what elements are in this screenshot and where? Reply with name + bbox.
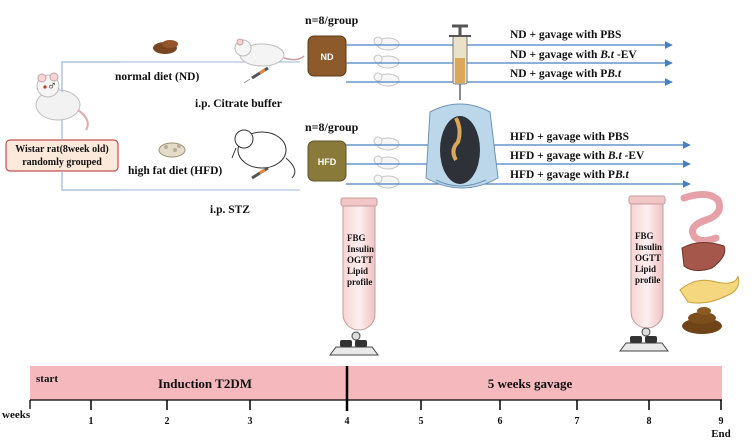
tube1-measure-4: Lipid	[347, 266, 368, 276]
week-tick-label: 8	[647, 416, 652, 427]
week-tick-label: 1	[89, 416, 94, 427]
blood-tube-week4	[340, 197, 378, 331]
week-tick-label: 4	[345, 416, 350, 427]
tube1-measure-1: FBG	[347, 233, 366, 243]
tube2-measure-1: FBG	[635, 231, 654, 241]
syringe-nd-icon	[243, 66, 269, 84]
high-fat-chow-icon	[158, 142, 186, 158]
week-tick-label: 5	[419, 416, 424, 427]
week-tick-label: 7	[575, 416, 580, 427]
tube1-measure-5: profile	[347, 277, 372, 287]
pancreas-icon	[679, 275, 740, 304]
hfd-group-2-label: HFD + gavage with B.t -EV	[510, 150, 645, 162]
tube2-measure-2: Insulin	[635, 242, 662, 252]
high-fat-diet-label: high fat diet (HFD)	[128, 165, 222, 177]
weighing-scale-icon	[329, 331, 379, 356]
nd-group-mice	[373, 36, 400, 87]
hfd-group-1-label: HFD + gavage with PBS	[510, 131, 629, 143]
week-tick-label: 3	[248, 416, 253, 427]
nd-group-1-label: ND + gavage with PBS	[510, 29, 621, 41]
ip-citrate-label: i.p. Citrate buffer	[195, 98, 282, 110]
intestine-icon	[680, 191, 723, 245]
syringe-hfd-icon	[251, 166, 269, 180]
weeks-label: weeks	[2, 409, 31, 421]
rat-hfd-icon	[231, 129, 296, 179]
nd-box	[307, 35, 347, 77]
group-size-top: n=8/group	[305, 13, 359, 27]
phase2-label: 5 weeks gavage	[488, 376, 573, 391]
tube1-measure-2: Insulin	[347, 244, 374, 254]
liver-icon	[681, 242, 726, 272]
group-arrows	[346, 41, 691, 188]
hfd-box-label: HFD	[318, 157, 337, 167]
feces-icon	[682, 307, 722, 334]
timeline-gavage	[347, 366, 722, 400]
nd-group-2-label: ND + gavage with B.t -EV	[510, 49, 637, 61]
hfd-box	[307, 140, 347, 182]
timeline-ticks: 1 2 3 4 5 6 7 8 9	[89, 400, 724, 427]
week-tick-label: 9	[719, 416, 724, 427]
ip-stz-label: i.p. STZ	[210, 204, 250, 216]
mouse-nd-icon	[234, 38, 305, 67]
nd-box-label: ND	[321, 52, 334, 62]
tube2-measure-4: Lipid	[635, 264, 656, 274]
hfd-group-3-label: HFD + gavage with PB.t	[510, 169, 629, 181]
hfd-group-mice	[373, 136, 400, 189]
normal-diet-label: normal diet (ND)	[115, 71, 199, 83]
group-size-bottom: n=8/group	[305, 120, 359, 134]
rat-restraint-icon	[425, 103, 499, 189]
normal-chow-icon	[153, 40, 178, 54]
gavage-syringe-icon	[449, 24, 471, 100]
phase1-label: Induction T2DM	[158, 376, 252, 391]
blood-tube-week9	[628, 195, 666, 329]
end-label: End	[711, 428, 731, 440]
nd-group-3-label: ND + gavage with PB.t	[510, 68, 622, 80]
branch-line-hfd	[61, 120, 120, 191]
branch-line-nd	[61, 61, 120, 92]
rat-label-line1: Wistar rat(8week old)	[15, 144, 109, 155]
tube1-measure-3: OGTT	[347, 255, 373, 265]
tube2-measure-3: OGTT	[635, 253, 661, 263]
timeline-induction	[30, 366, 347, 400]
wistar-rat-icon	[35, 72, 89, 131]
timeline-start-label: start	[36, 373, 58, 385]
tube2-measure-5: profile	[635, 275, 660, 285]
male-symbol: ♂	[47, 78, 57, 93]
weighing-scale-icon-2	[619, 327, 669, 352]
week-tick-label: 6	[498, 416, 503, 427]
rat-label-line2: randomly grouped	[22, 157, 102, 168]
week-tick-label: 2	[165, 416, 170, 427]
